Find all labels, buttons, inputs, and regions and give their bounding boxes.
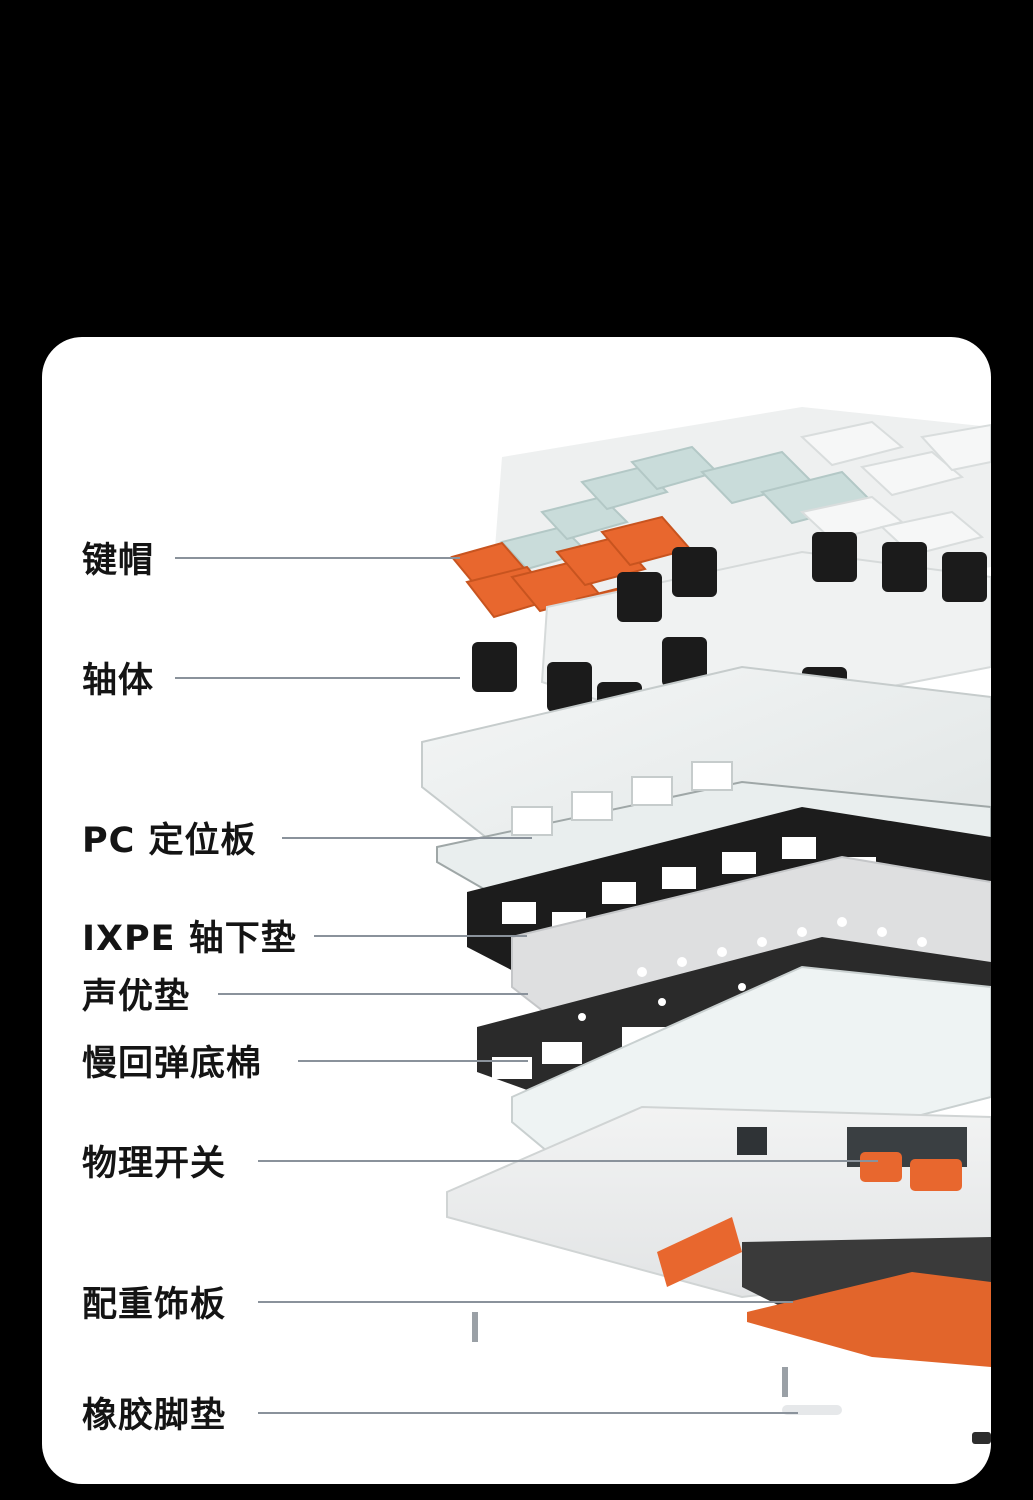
label-plate: PC 定位板 xyxy=(82,812,257,862)
label-ixpe: IXPE 轴下垫 xyxy=(82,910,297,960)
leader-line-switch xyxy=(175,677,460,679)
label-text-ixpe: IXPE 轴下垫 xyxy=(82,918,297,959)
label-weight: 配重饰板 xyxy=(82,1276,226,1326)
physical-switch-left xyxy=(860,1152,902,1182)
label-feet: 橡胶脚垫 xyxy=(82,1387,226,1437)
callout-labels: 键帽 轴体 PC 定位板 IXPE 轴下垫 声优垫 慢回弹底棉 物理开关 配重饰… xyxy=(42,337,991,1484)
label-text-feet: 橡胶脚垫 xyxy=(82,1395,227,1436)
leader-line-feet xyxy=(258,1412,798,1414)
keycap-layer xyxy=(450,407,991,637)
leader-line-weight xyxy=(258,1301,793,1303)
weight-plate-layer xyxy=(472,1217,991,1397)
label-keycap: 键帽 xyxy=(82,532,154,582)
leader-line-keycap xyxy=(175,557,460,559)
leader-line-plate xyxy=(282,837,532,839)
label-text-keycap: 键帽 xyxy=(82,540,155,581)
exploded-view-card: 键帽 轴体 PC 定位板 IXPE 轴下垫 声优垫 慢回弹底棉 物理开关 配重饰… xyxy=(42,337,991,1484)
label-text-plate: PC 定位板 xyxy=(82,820,257,861)
exploded-keyboard-illustration xyxy=(421,407,991,1444)
label-text-switch: 轴体 xyxy=(82,660,155,701)
leader-line-switch-toggle xyxy=(258,1160,878,1162)
label-text-acoustic: 声优垫 xyxy=(82,976,191,1017)
label-text-foam: 慢回弹底棉 xyxy=(82,1043,263,1084)
label-acoustic: 声优垫 xyxy=(82,968,190,1018)
leader-line-acoustic xyxy=(218,993,528,995)
label-text-switch-toggle: 物理开关 xyxy=(82,1143,227,1184)
label-foam: 慢回弹底棉 xyxy=(82,1035,262,1085)
label-switch-toggle: 物理开关 xyxy=(82,1135,226,1185)
leader-line-ixpe xyxy=(314,935,527,937)
physical-switch-right xyxy=(910,1159,962,1191)
leader-line-foam xyxy=(298,1060,528,1062)
label-switch: 轴体 xyxy=(82,652,154,702)
label-text-weight: 配重饰板 xyxy=(82,1284,227,1325)
